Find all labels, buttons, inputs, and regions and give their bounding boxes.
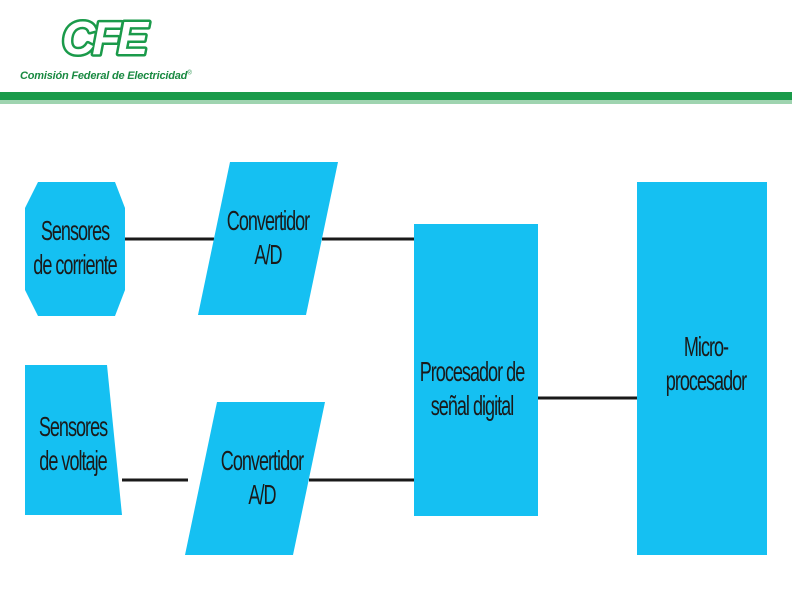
header-rule-light — [0, 100, 792, 104]
microprocesador-label-line-1: Micro- — [684, 331, 729, 362]
procesador-senal-label-line-2: señal digital — [431, 390, 514, 421]
procesador-senal-shape — [414, 224, 538, 516]
convertidor-1-shape — [198, 162, 338, 315]
microprocesador-shape — [637, 182, 767, 555]
microprocesador-label-line-2: procesador — [666, 365, 748, 396]
sensores-corriente-label-line-2: de corriente — [33, 249, 117, 280]
convertidor-1-label-line-2: A/D — [254, 239, 281, 270]
sensores-voltaje-label-line-1: Sensores — [39, 411, 108, 442]
node-microprocesador: Micro-procesador — [637, 182, 767, 555]
sensores-corriente-label-line-1: Sensores — [41, 215, 110, 246]
cfe-full-name: Comisión Federal de Electricidad® — [20, 70, 192, 82]
sensores-voltaje-shape — [25, 365, 122, 515]
cfe-logo-letters: CFE — [62, 14, 149, 60]
convertidor-2-label-line-2: A/D — [248, 479, 275, 510]
convertidor-2-shape — [185, 402, 325, 555]
cfe-logo: CFE Comisión Federal de Electricidad® — [20, 14, 210, 84]
procesador-senal-label-line-1: Procesador de — [420, 356, 525, 387]
convertidor-2-label-line-1: Convertidor — [221, 445, 305, 476]
cfe-name-text: Comisión Federal de Electricidad — [20, 70, 188, 82]
cfe-logo-mark: CFE — [60, 14, 155, 60]
convertidor-1-label-line-1: Convertidor — [227, 205, 311, 236]
connector-layer — [122, 237, 637, 482]
sensores-voltaje-label-line-2: de voltaje — [39, 445, 107, 476]
registered-mark: ® — [187, 70, 192, 77]
sensores-corriente-shape — [25, 182, 125, 316]
header-rule-dark — [0, 92, 792, 100]
